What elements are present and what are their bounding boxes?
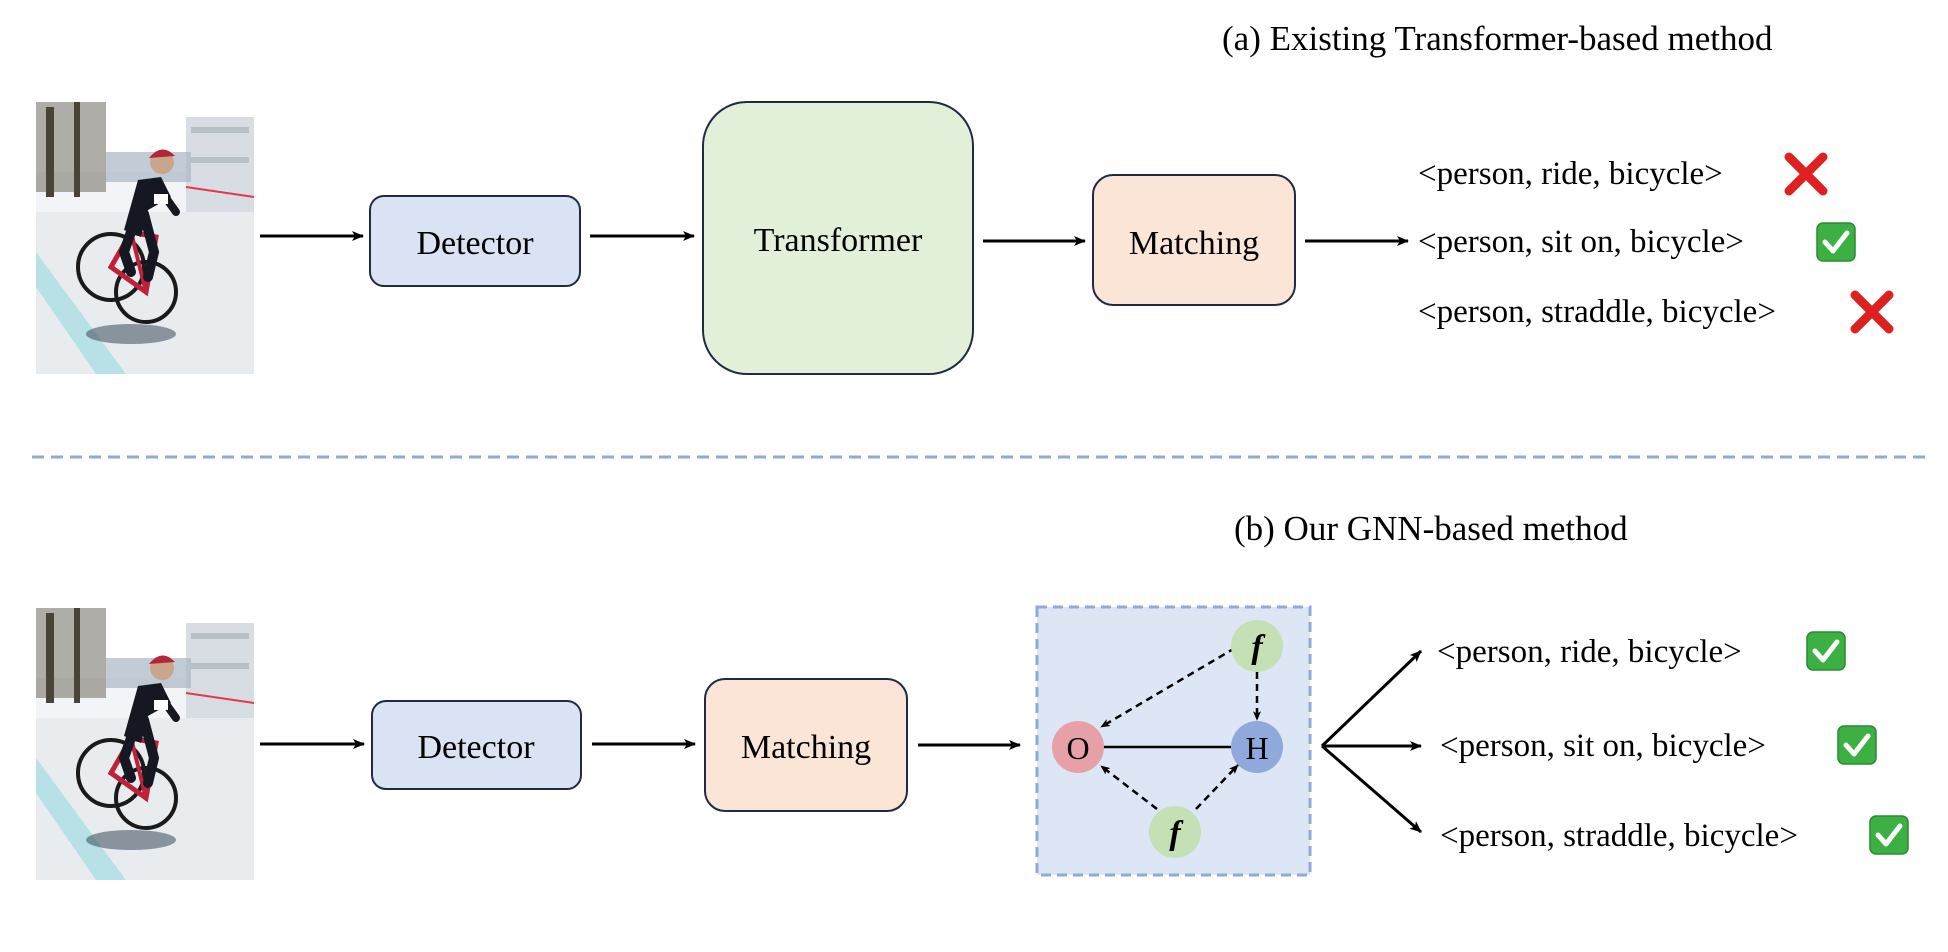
section-a-title: (a) Existing Transformer-based method <box>1222 19 1773 58</box>
node-o-label: O <box>1066 730 1089 766</box>
cyclist-photo-a <box>36 102 254 374</box>
detector-label-a: Detector <box>416 225 534 262</box>
node-f-bottom-label: f <box>1169 815 1184 852</box>
arrow-graph-to-result-b-1 <box>1320 649 1423 748</box>
result-a-3-text: <person, straddle, bicycle> <box>1418 294 1776 330</box>
node-f-top <box>1231 620 1283 672</box>
arrow-graph-to-result-b-3 <box>1321 744 1422 834</box>
green-check-icon <box>1807 632 1845 670</box>
matching-box-a: Matching <box>1092 174 1296 306</box>
result-b-1-text: <person, ride, bicycle> <box>1437 634 1742 670</box>
gnn-graph: O H f f <box>1035 605 1312 877</box>
node-o <box>1052 721 1104 773</box>
node-h-label: H <box>1245 730 1268 766</box>
result-b-2-text: <person, sit on, bicycle> <box>1440 728 1766 764</box>
matching-label-b: Matching <box>741 729 871 766</box>
result-b-3-text: <person, straddle, bicycle> <box>1440 818 1798 854</box>
result-a-1-text: <person, ride, bicycle> <box>1418 156 1723 192</box>
node-h <box>1231 721 1283 773</box>
detector-label-b: Detector <box>417 729 535 766</box>
result-a-2-text: <person, sit on, bicycle> <box>1418 224 1744 260</box>
transformer-label: Transformer <box>754 222 923 259</box>
detector-box-a: Detector <box>369 195 581 287</box>
edge-fbottom-h <box>1195 764 1239 810</box>
red-cross-icon <box>1789 157 1823 191</box>
detector-box-b: Detector <box>371 700 582 790</box>
red-cross-icon <box>1855 295 1889 329</box>
cyclist-photo-b <box>36 608 254 880</box>
green-check-icon <box>1838 726 1876 764</box>
node-f-top-label: f <box>1251 629 1266 666</box>
matching-label-a: Matching <box>1129 225 1259 262</box>
node-f-bottom <box>1149 806 1201 858</box>
green-check-icon <box>1817 223 1855 261</box>
green-check-icon <box>1870 816 1908 854</box>
matching-box-b: Matching <box>704 678 908 812</box>
transformer-box: Transformer <box>702 101 974 375</box>
section-b-title: (b) Our GNN-based method <box>1234 509 1628 548</box>
edge-ftop-o <box>1100 646 1236 729</box>
